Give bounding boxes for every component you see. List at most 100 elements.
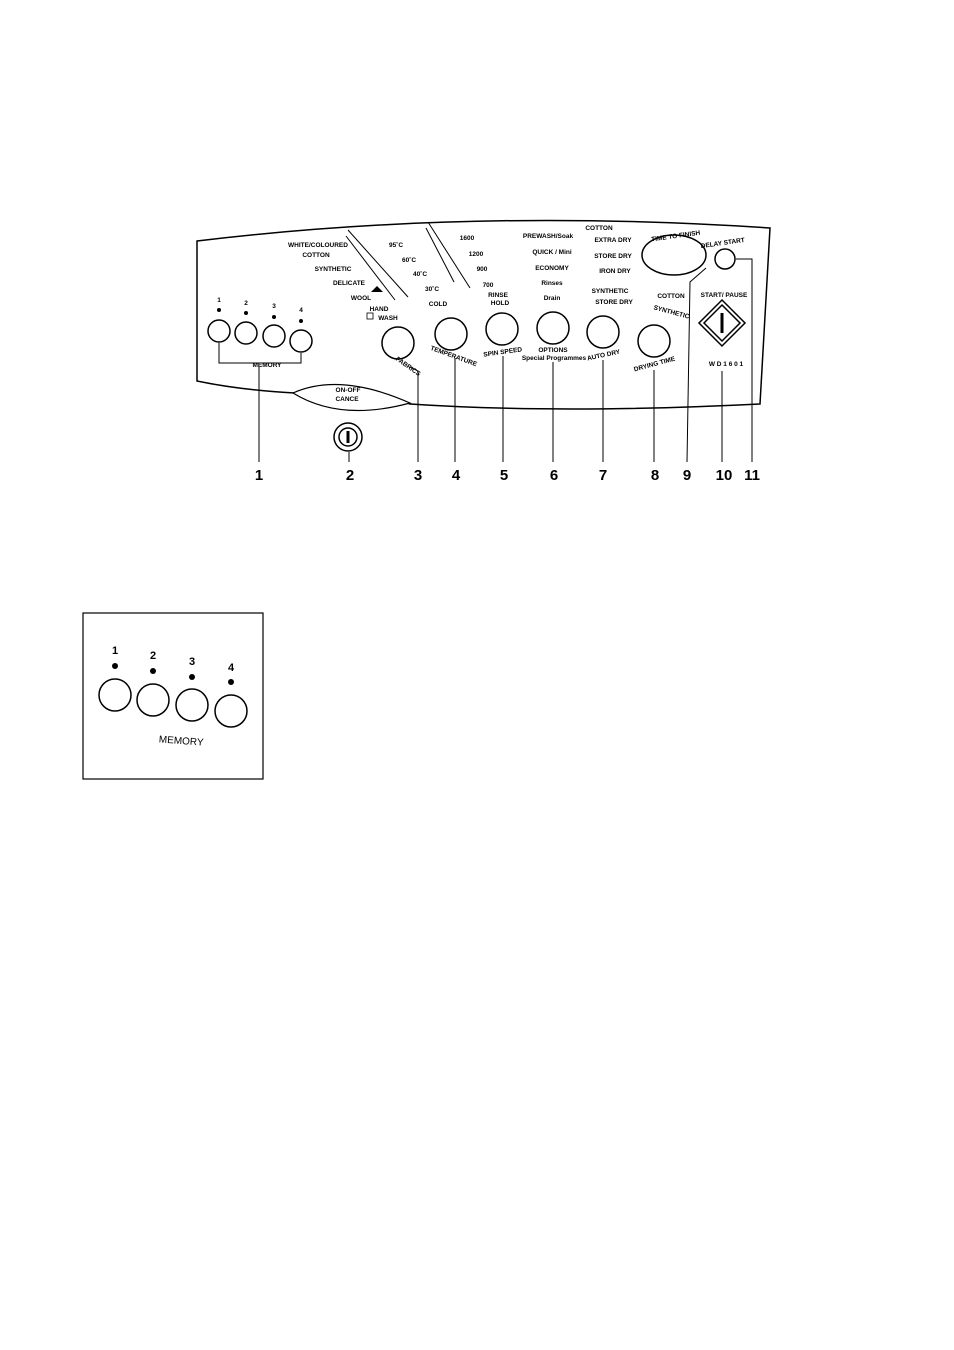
- options-item-economy: ECONOMY: [535, 265, 569, 272]
- options-knob-label: OPTIONS: [538, 347, 568, 354]
- leader-line-11: [736, 258, 753, 462]
- callout-2: 2: [346, 467, 354, 484]
- temp-option-cold: COLD: [429, 301, 448, 308]
- callout-1: 1: [255, 467, 263, 484]
- detail-number-1: 1: [112, 645, 118, 657]
- start-icon: [720, 313, 724, 333]
- fabrics-pointer-line-2: [345, 235, 396, 301]
- memory-buttons: 1 2 3 4 MEMORY: [207, 297, 313, 369]
- callout-11: 11: [744, 467, 760, 484]
- auto-dry-knob[interactable]: [586, 315, 620, 349]
- temp-option-40: 40˚C: [413, 270, 427, 278]
- auto-dry-item-synthetic: SYNTHETIC: [592, 288, 629, 295]
- fabrics-option-wool: WOOL: [351, 295, 371, 302]
- hand-wash-icon: [366, 312, 374, 320]
- memory-button-1[interactable]: [207, 319, 231, 343]
- options-item-quick: QUICK / Mini: [532, 249, 572, 256]
- spin-option-hold: HOLD: [491, 300, 510, 307]
- callout-7: 7: [599, 467, 607, 484]
- cancel-label: CANCE: [335, 396, 359, 403]
- detail-led-2: [150, 668, 156, 674]
- memory-label: MEMORY: [252, 362, 282, 369]
- options-item-rinses: Rinses: [541, 280, 563, 287]
- fabrics-section: WHITE/COLOURED COTTON SYNTHETIC DELICATE…: [288, 229, 422, 378]
- memory-number-4: 4: [299, 307, 303, 314]
- options-item-prewash: PREWASH/Soak: [523, 233, 574, 240]
- memory-led-2: [244, 311, 248, 315]
- drying-time-item-cotton: COTTON: [657, 293, 685, 300]
- detail-memory-button-4[interactable]: [214, 694, 248, 728]
- detail-led-4: [228, 679, 234, 685]
- delay-start-button[interactable]: [714, 248, 736, 270]
- on-off-area: ON-OFF CANCE: [291, 383, 412, 452]
- callout-4: 4: [452, 467, 461, 484]
- fabrics-option-delicate: DELICATE: [333, 280, 366, 287]
- memory-number-2: 2: [244, 300, 248, 307]
- time-to-finish-display: [641, 234, 707, 276]
- temp-option-30: 30˚C: [425, 285, 439, 293]
- fabrics-option-synthetic: SYNTHETIC: [315, 266, 352, 273]
- options-knob[interactable]: [536, 311, 570, 345]
- auto-dry-item-extra-dry: EXTRA DRY: [594, 237, 632, 244]
- spin-option-700: 700: [483, 282, 494, 289]
- memory-button-3[interactable]: [262, 324, 286, 348]
- detail-number-4: 4: [228, 662, 235, 674]
- on-off-lens: [291, 383, 412, 412]
- fabrics-knob[interactable]: [381, 326, 415, 360]
- temperature-knob[interactable]: [434, 317, 468, 351]
- leader-line-3: [409, 366, 419, 462]
- spin-option-1200: 1200: [469, 251, 484, 258]
- fabrics-option-hand: HAND: [370, 306, 389, 313]
- fabrics-option-cotton: COTTON: [302, 252, 330, 259]
- detail-memory-button-2[interactable]: [136, 683, 170, 717]
- detail-led-1: [112, 663, 118, 669]
- spin-option-900: 900: [477, 266, 488, 273]
- memory-led-3: [272, 315, 276, 319]
- auto-dry-item-iron-dry: IRON DRY: [599, 268, 631, 275]
- callout-numbers: 1 2 3 4 5 6 7 8 9 10 11: [255, 467, 760, 484]
- callout-6: 6: [550, 467, 558, 484]
- auto-dry-item-store-dry: STORE DRY: [594, 253, 632, 260]
- callout-3: 3: [414, 467, 422, 484]
- detail-led-3: [189, 674, 195, 680]
- drying-time-knob[interactable]: [637, 324, 671, 358]
- spin-option-rinse: RINSE: [488, 292, 509, 299]
- fabrics-pointer-line-1: [347, 229, 409, 298]
- start-pause-label: START/ PAUSE: [701, 292, 748, 299]
- memory-number-1: 1: [217, 297, 221, 304]
- options-knob-sublabel: Special Programmes: [522, 355, 587, 362]
- temp-option-95: 95˚C: [389, 241, 403, 249]
- temp-option-60: 60˚C: [402, 256, 416, 264]
- memory-number-3: 3: [272, 303, 276, 310]
- memory-led-4: [299, 319, 303, 323]
- detail-memory-button-3[interactable]: [175, 688, 209, 722]
- on-off-label: ON-OFF: [336, 387, 361, 394]
- memory-bracket: [218, 343, 302, 364]
- detail-number-2: 2: [150, 650, 156, 662]
- start-pause-section: START/ PAUSE W D 1 6 0 1: [697, 292, 748, 368]
- fabrics-option-white-coloured: WHITE/COLOURED: [288, 242, 348, 249]
- detail-memory-label: MEMORY: [158, 734, 204, 748]
- auto-dry-item-cotton: COTTON: [585, 225, 613, 232]
- spin-pointer-line-2: [425, 227, 455, 283]
- spin-option-1600: 1600: [460, 235, 475, 242]
- leader-lines: [258, 258, 753, 463]
- memory-button-2[interactable]: [234, 321, 258, 345]
- fabrics-option-wash: WASH: [378, 315, 398, 322]
- detail-memory-button-1[interactable]: [98, 678, 132, 712]
- callout-9: 9: [683, 467, 691, 484]
- model-label: W D 1 6 0 1: [709, 361, 744, 368]
- memory-led-1: [217, 308, 221, 312]
- auto-dry-section: COTTON EXTRA DRY STORE DRY IRON DRY SYNT…: [585, 225, 633, 362]
- auto-dry-item-store-dry-synthetic: STORE DRY: [595, 299, 633, 306]
- drop-icon: [371, 286, 383, 292]
- spin-pointer-line-1: [427, 221, 471, 289]
- memory-button-4[interactable]: [289, 329, 313, 353]
- callout-8: 8: [651, 467, 659, 484]
- memory-detail: 1 2 3 4 MEMORY: [82, 612, 264, 780]
- detail-number-3: 3: [189, 656, 195, 668]
- power-icon-bar: [346, 431, 350, 443]
- options-section: PREWASH/Soak QUICK / Mini ECONOMY Rinses…: [522, 233, 587, 362]
- spin-speed-knob[interactable]: [485, 312, 519, 346]
